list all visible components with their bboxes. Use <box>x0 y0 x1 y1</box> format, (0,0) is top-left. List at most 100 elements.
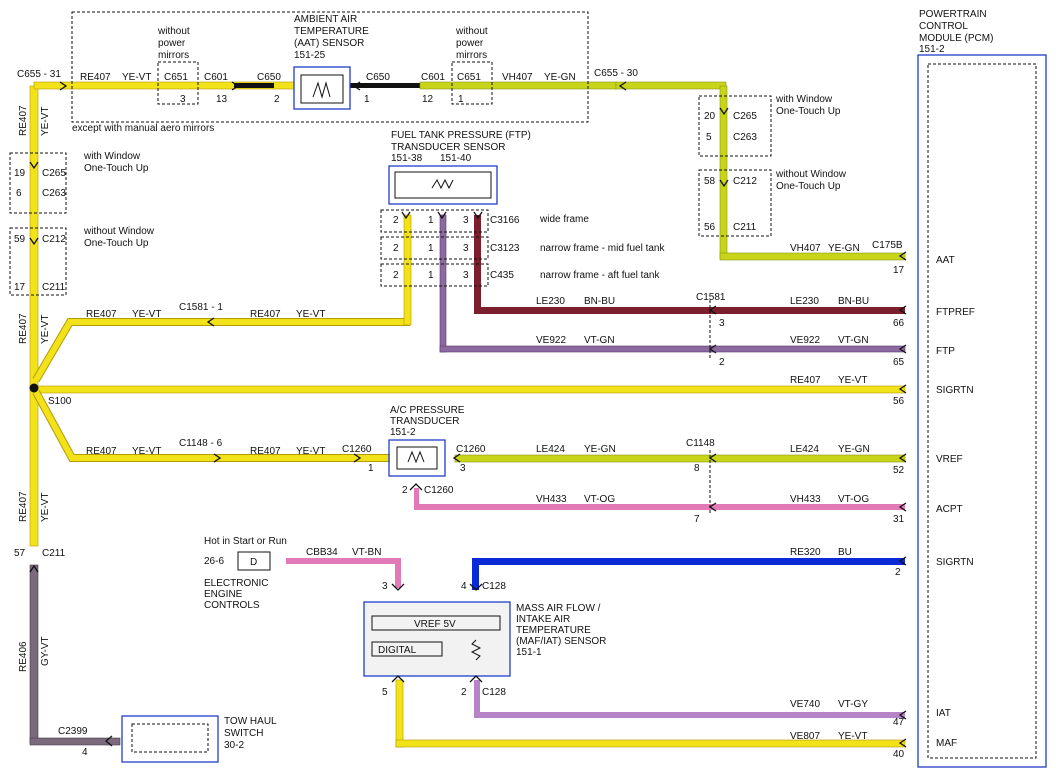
pin-vref: VREF <box>936 454 963 465</box>
aat-label-3: (AAT) SENSOR <box>294 38 364 49</box>
top-c650-right: C650 <box>366 72 390 83</box>
c1581-pin-2: 2 <box>719 357 725 368</box>
le424-a: LE424 <box>536 444 565 455</box>
pcm-title-3: MODULE (PCM) <box>919 33 993 44</box>
c1581-re407-b: RE407 <box>250 309 281 320</box>
left-pin-57: 57 <box>14 548 26 559</box>
aat-resistor-icon <box>312 81 331 99</box>
ac-resistor-icon <box>407 450 425 464</box>
wire-maf <box>395 739 906 748</box>
wire-ftpref <box>474 307 905 314</box>
c1148-label: C1148 <box>686 438 715 449</box>
ac-ref: 151-2 <box>390 427 416 438</box>
right-pin-5: 5 <box>706 132 712 143</box>
c1148-yevt-b: YE-VT <box>296 446 325 457</box>
c435-pin-1: 1 <box>428 270 434 281</box>
mirror-left-1: without <box>157 26 190 37</box>
left-c265: C265 <box>42 168 66 179</box>
maf-label-1: MASS AIR FLOW / <box>516 603 601 614</box>
yegn-b: YE-GN <box>838 444 870 455</box>
pcm-box <box>917 54 1047 768</box>
eec-cbb34: CBB34 <box>306 547 338 558</box>
aat-sensor-box <box>293 66 351 110</box>
left-gyvt: GY-VT <box>40 636 51 666</box>
tow-label-2: SWITCH <box>224 728 263 739</box>
top-pin-1: 1 <box>364 94 370 105</box>
ve922-b: VE922 <box>790 335 820 346</box>
tow-label-1: TOW HAUL <box>224 716 277 727</box>
maf-vref: VREF 5V <box>414 619 456 630</box>
right-yegn: YE-GN <box>828 243 860 254</box>
left-re407-c: RE407 <box>18 491 29 522</box>
mirror-left-3: mirrors <box>158 50 189 61</box>
c435-label: C435 <box>490 270 514 281</box>
c3123-pin-3: 3 <box>463 243 469 254</box>
pin-num-56: 56 <box>893 396 905 407</box>
ve807: VE807 <box>790 731 820 742</box>
c435-box <box>380 263 489 287</box>
left-re407-b: RE407 <box>18 313 29 344</box>
maf-yevt: YE-VT <box>838 731 867 742</box>
c651-right-box <box>451 61 493 105</box>
top-c651-right: C651 <box>457 72 481 83</box>
c1148-re407-a: RE407 <box>86 446 117 457</box>
top-yevt: YE-VT <box>122 72 151 83</box>
pin-acpt: ACPT <box>936 504 963 515</box>
right-c263: C263 <box>733 132 757 143</box>
top-pin-2: 2 <box>274 94 280 105</box>
maf-ref: 151-1 <box>516 647 542 658</box>
aat-sensor-inner <box>300 74 344 104</box>
left-c212-box <box>9 227 67 296</box>
top-c651-left: C651 <box>164 72 188 83</box>
maf-label-3: TEMPERATURE <box>516 625 591 636</box>
left-yevt-c: YE-VT <box>40 493 51 522</box>
le424-b: LE424 <box>790 444 819 455</box>
pcm-title-1: POWERTRAIN <box>919 9 987 20</box>
eec-d-box <box>237 551 271 571</box>
ftp-sensor-box <box>388 165 498 205</box>
wide-frame-label: wide frame <box>539 214 589 225</box>
right-c211: C211 <box>733 222 757 233</box>
maf-digital-box <box>371 641 443 657</box>
yegn-a: YE-GN <box>584 444 616 455</box>
pin-num-52: 52 <box>893 465 905 476</box>
wires <box>29 81 906 748</box>
s100-splice <box>29 383 39 393</box>
ac-label-2: TRANSDUCER <box>390 416 459 427</box>
aat-ref: 151-25 <box>294 50 326 61</box>
wire-top <box>33 81 906 261</box>
c3166-box <box>380 209 489 233</box>
bnbu-a: BN-BU <box>584 296 615 307</box>
pin-maf: MAF <box>936 738 957 749</box>
vtgy: VT-GY <box>838 699 868 710</box>
vh433-b: VH433 <box>790 494 821 505</box>
wire-cbb34 <box>286 558 400 564</box>
c3123-pin-2: 2 <box>393 243 399 254</box>
left-wwin-2: One-Touch Up <box>84 163 149 174</box>
wire-acpt-vertical <box>414 488 419 508</box>
top-pin-1b: 1 <box>458 94 464 105</box>
c3123-label: C3123 <box>490 243 520 254</box>
pin-num-31: 31 <box>893 514 905 525</box>
right-pin-58: 58 <box>704 176 716 187</box>
c3166-pin-1: 1 <box>428 215 434 226</box>
eec-hot: Hot in Start or Run <box>204 536 287 547</box>
pcm-title-2: CONTROL <box>919 21 968 32</box>
pin-aat: AAT <box>936 255 955 266</box>
left-yevt-a: YE-VT <box>40 107 51 136</box>
tow-c2399: C2399 <box>58 726 88 737</box>
eec-label-2: ENGINE <box>204 589 243 600</box>
c1581-re407-a: RE407 <box>86 309 117 320</box>
left-c212: C212 <box>42 234 66 245</box>
top-c601-left: C601 <box>204 72 228 83</box>
wire-acpt <box>414 504 905 510</box>
wire-ftp-vertical <box>439 214 447 353</box>
top-vh407: VH407 <box>502 72 533 83</box>
sigrtn-yevt: YE-VT <box>838 375 867 386</box>
left-c265-box <box>9 152 67 214</box>
right-c175b: C175B <box>872 240 903 251</box>
pin-num-47: 47 <box>893 717 905 728</box>
wire-sigrtn <box>33 385 906 394</box>
pin-num-17: 17 <box>893 265 905 276</box>
